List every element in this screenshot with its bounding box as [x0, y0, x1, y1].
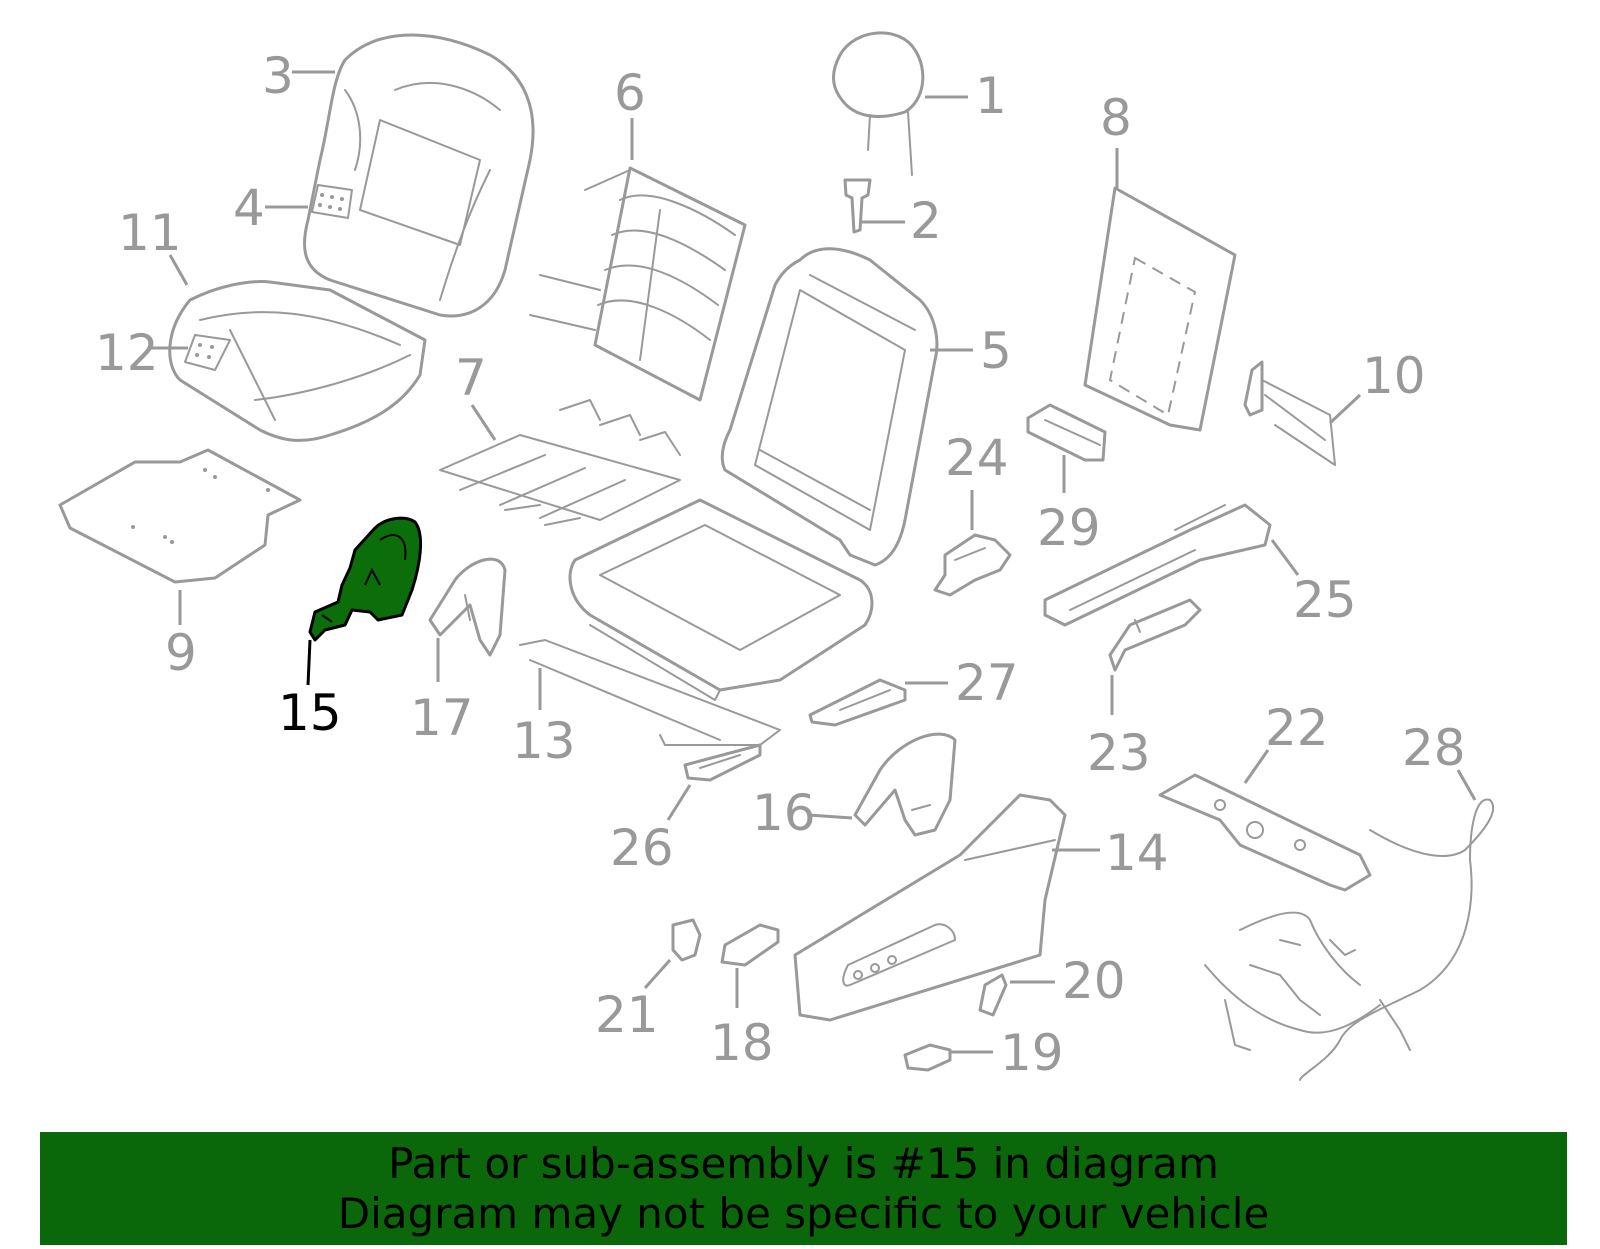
callout-27[interactable]: 27 — [955, 654, 1019, 712]
callout-29[interactable]: 29 — [1037, 499, 1101, 557]
callout-18[interactable]: 18 — [710, 1014, 774, 1072]
callout-2[interactable]: 2 — [910, 192, 942, 250]
leader-22 — [1243, 749, 1270, 784]
callout-26[interactable]: 26 — [610, 819, 674, 877]
part-28-wire-harness[interactable] — [1204, 798, 1495, 1081]
leader-21 — [643, 959, 672, 989]
callout-13[interactable]: 13 — [512, 712, 576, 770]
part-24-bracket[interactable] — [933, 533, 1012, 597]
callout-17[interactable]: 17 — [410, 689, 474, 747]
part-10-lumbar-support[interactable] — [1243, 360, 1336, 466]
part-23-rail-bracket[interactable] — [1108, 598, 1202, 672]
banner-part-note: Part or sub-assembly is #15 in diagram — [388, 1138, 1219, 1188]
part-2-headrest-guide[interactable] — [843, 178, 872, 234]
callout-14[interactable]: 14 — [1105, 824, 1169, 882]
leader-lines — [150, 70, 1477, 1054]
part-6-spring-mat[interactable] — [529, 166, 747, 402]
callout-7[interactable]: 7 — [455, 349, 487, 407]
callout-10[interactable]: 10 — [1362, 347, 1426, 405]
part-14-side-shield[interactable] — [793, 793, 1067, 1022]
part-26-cover[interactable] — [683, 743, 762, 782]
part-25-rail-cover[interactable] — [1043, 503, 1272, 627]
callout-21[interactable]: 21 — [595, 986, 659, 1044]
info-banner: Part or sub-assembly is #15 in diagram D… — [40, 1132, 1567, 1245]
part-7-cushion-springs[interactable] — [439, 399, 681, 526]
part-21-knob[interactable] — [671, 918, 702, 962]
part-13-cushion-frame[interactable] — [519, 498, 874, 746]
part-11-seat-cushion-cover[interactable] — [168, 280, 427, 442]
leader-16 — [807, 813, 853, 820]
callout-1[interactable]: 1 — [975, 67, 1007, 125]
leader-10 — [1328, 393, 1362, 425]
part-15-seat-side-trim-highlighted[interactable] — [308, 516, 422, 642]
leader-25 — [1270, 539, 1300, 576]
callout-5[interactable]: 5 — [980, 322, 1012, 380]
callout-3[interactable]: 3 — [262, 47, 294, 105]
part-20-knob-small[interactable] — [978, 973, 1008, 1017]
leader-11 — [168, 254, 189, 286]
leader-26 — [666, 784, 692, 821]
callout-19[interactable]: 19 — [1000, 1024, 1064, 1082]
part-4-heater-pad-back[interactable] — [311, 184, 353, 219]
part-27-shield[interactable] — [808, 678, 907, 727]
part-9-under-seat-panel[interactable] — [58, 448, 302, 584]
banner-disclaimer: Diagram may not be specific to your vehi… — [337, 1188, 1270, 1238]
callout-4[interactable]: 4 — [233, 179, 265, 237]
leader-7 — [470, 404, 497, 441]
callout-16[interactable]: 16 — [752, 784, 816, 842]
part-8-back-board[interactable] — [1083, 186, 1237, 432]
callout-6[interactable]: 6 — [614, 64, 646, 122]
leader-15 — [306, 639, 312, 686]
callout-23[interactable]: 23 — [1087, 724, 1151, 782]
callout-labels: 1 2 3 4 5 6 7 8 9 10 11 12 13 14 15 16 1… — [95, 47, 1466, 1082]
part-29-switch-module[interactable] — [1026, 403, 1107, 462]
callout-8[interactable]: 8 — [1100, 89, 1132, 147]
part-16-recliner-cover-inner[interactable] — [853, 732, 957, 837]
leader-28 — [1456, 769, 1477, 801]
callout-12[interactable]: 12 — [95, 324, 159, 382]
part-3-seat-back-cover[interactable] — [303, 33, 535, 318]
callout-11[interactable]: 11 — [118, 204, 182, 262]
callout-25[interactable]: 25 — [1293, 571, 1357, 629]
part-12-heater-pad-cushion[interactable] — [184, 334, 231, 371]
part-5-seat-back-frame[interactable] — [720, 247, 939, 567]
callout-9[interactable]: 9 — [165, 624, 197, 682]
part-1-headrest[interactable] — [832, 31, 925, 176]
part-19-knob-cap[interactable] — [903, 1043, 952, 1072]
callout-20[interactable]: 20 — [1062, 952, 1126, 1010]
callout-15[interactable]: 15 — [278, 684, 342, 742]
callout-28[interactable]: 28 — [1402, 719, 1466, 777]
callout-22[interactable]: 22 — [1265, 699, 1329, 757]
part-22-bracket-frame[interactable] — [1158, 773, 1372, 892]
part-17-recliner-cover[interactable] — [428, 557, 507, 657]
callout-24[interactable]: 24 — [945, 429, 1009, 487]
part-18-switch[interactable] — [720, 923, 780, 967]
